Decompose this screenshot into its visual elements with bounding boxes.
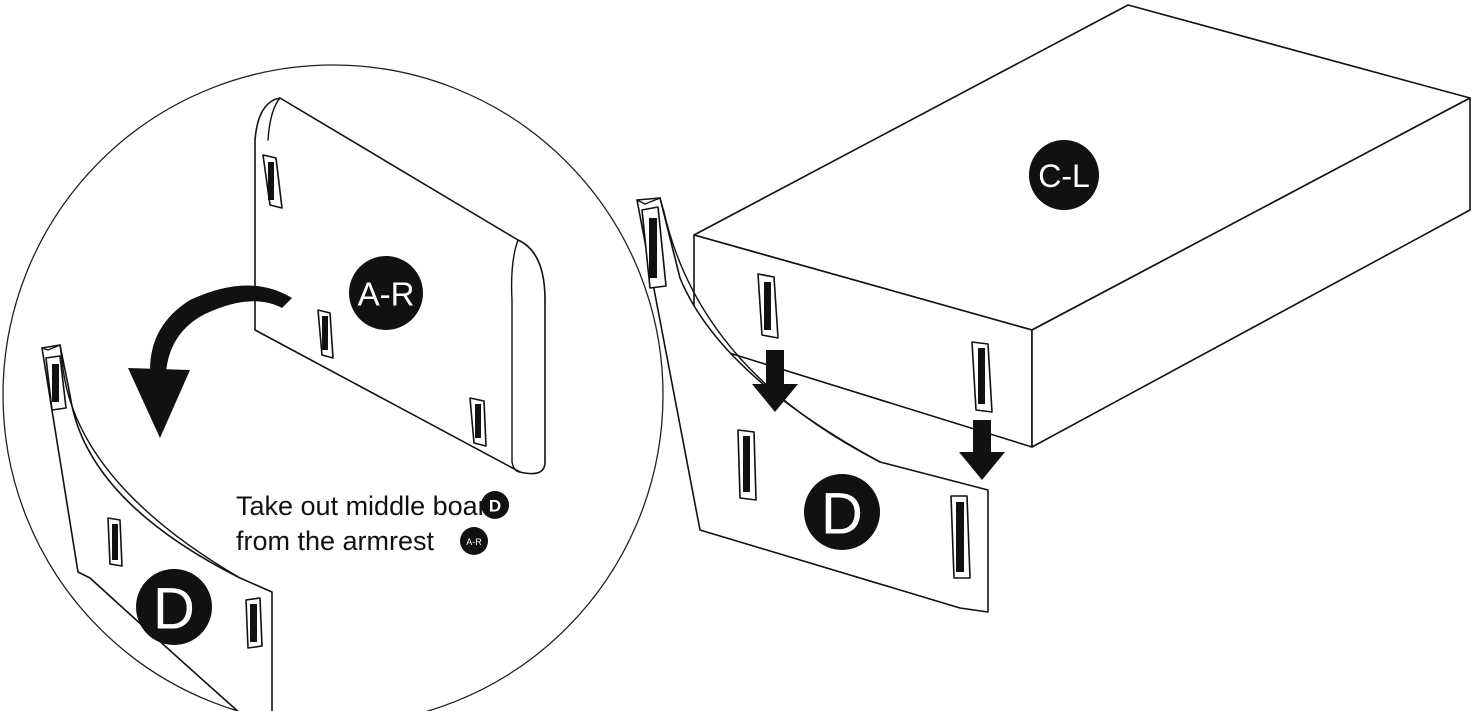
down-arrow-right [959,420,1005,480]
board-label-detail: D [153,577,195,642]
board-bracket-left [45,355,67,411]
down-arrow-left [752,350,798,412]
middle-board-detail [41,344,273,711]
seat-badge: C-L [1029,140,1099,210]
instruction-text: Take out middle board D from the armrest… [236,491,509,556]
armrest-badge: A-R [349,256,423,330]
seat-box [693,4,1471,448]
instruction-line-1: Take out middle board [236,491,502,521]
remove-arrow [128,285,292,438]
seat-bracket-left [757,273,779,339]
board-bracket-right [245,597,263,649]
seat-label: C-L [1038,158,1090,194]
board-bracket-middle [107,517,123,567]
main-board-bracket-right [950,495,971,579]
seat-bracket-right [971,341,993,413]
board-label-main: D [821,482,863,547]
armrest-bracket-middle [317,309,334,359]
board-badge-main: D [804,474,880,550]
main-board-bracket-left [641,206,667,289]
main-board-bracket-middle [737,429,757,501]
armrest-label: A-R [358,276,415,313]
instruction-line-2: from the armrest [236,526,435,556]
detail-inset: A-R D Take out middle board D from the a… [2,64,664,711]
armrest-bracket-top [262,154,283,209]
instruction-badge-d: D [489,497,501,516]
main-assembly: C-L D [636,4,1471,613]
armrest-bracket-right [469,397,487,447]
board-badge-detail: D [136,569,212,645]
instruction-badge-ar: A-R [466,537,482,547]
